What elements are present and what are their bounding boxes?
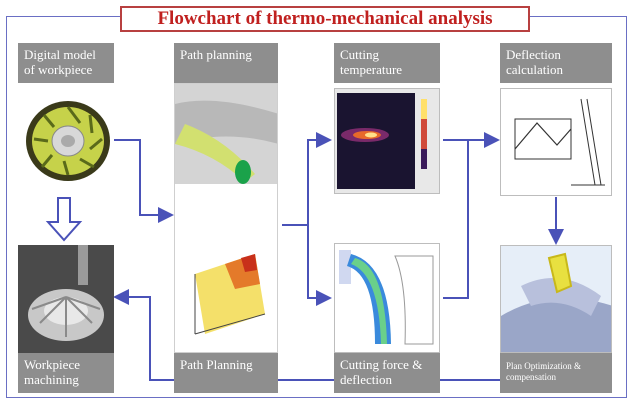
thermal-image-panel xyxy=(334,88,440,194)
deflection-plot-panel xyxy=(500,88,612,196)
arrow-force-to-deflection xyxy=(443,140,469,299)
optimization-panel xyxy=(500,245,612,353)
impeller-model-image xyxy=(18,83,114,195)
deflection-plot-graphic xyxy=(514,98,605,186)
label-cutting-temperature: Cutting temperature xyxy=(334,43,440,83)
impeller-model-graphic xyxy=(26,101,110,181)
label-path-planning-top: Path planning xyxy=(174,43,278,83)
label-deflection-calculation: Deflection calculation xyxy=(500,43,612,83)
hollow-down-arrow xyxy=(45,197,83,242)
machining-photo xyxy=(18,245,114,353)
label-path-planning-bottom: Path Planning xyxy=(174,353,278,393)
label-workpiece-machining: Workpiece machining xyxy=(18,353,114,393)
arrow-path-to-temperature xyxy=(282,132,332,226)
label-plan-optimization: Plan Optimization & compensation xyxy=(500,353,612,393)
label-cutting-force: Cutting force & deflection xyxy=(334,353,440,393)
fem-graphic xyxy=(339,250,434,345)
fem-panel xyxy=(334,243,440,353)
arrow-path-to-force xyxy=(307,225,332,306)
path-planning-panel xyxy=(174,83,278,353)
path-planning-graphic xyxy=(175,84,277,335)
optimization-graphic xyxy=(501,252,611,352)
machining-graphic xyxy=(18,245,114,353)
thermal-image-graphic xyxy=(337,93,427,189)
arrow-model-to-path xyxy=(112,139,174,223)
label-digital-model: Digital model of workpiece xyxy=(18,43,114,83)
chart-title: Flowchart of thermo-mechanical analysis xyxy=(120,6,530,32)
